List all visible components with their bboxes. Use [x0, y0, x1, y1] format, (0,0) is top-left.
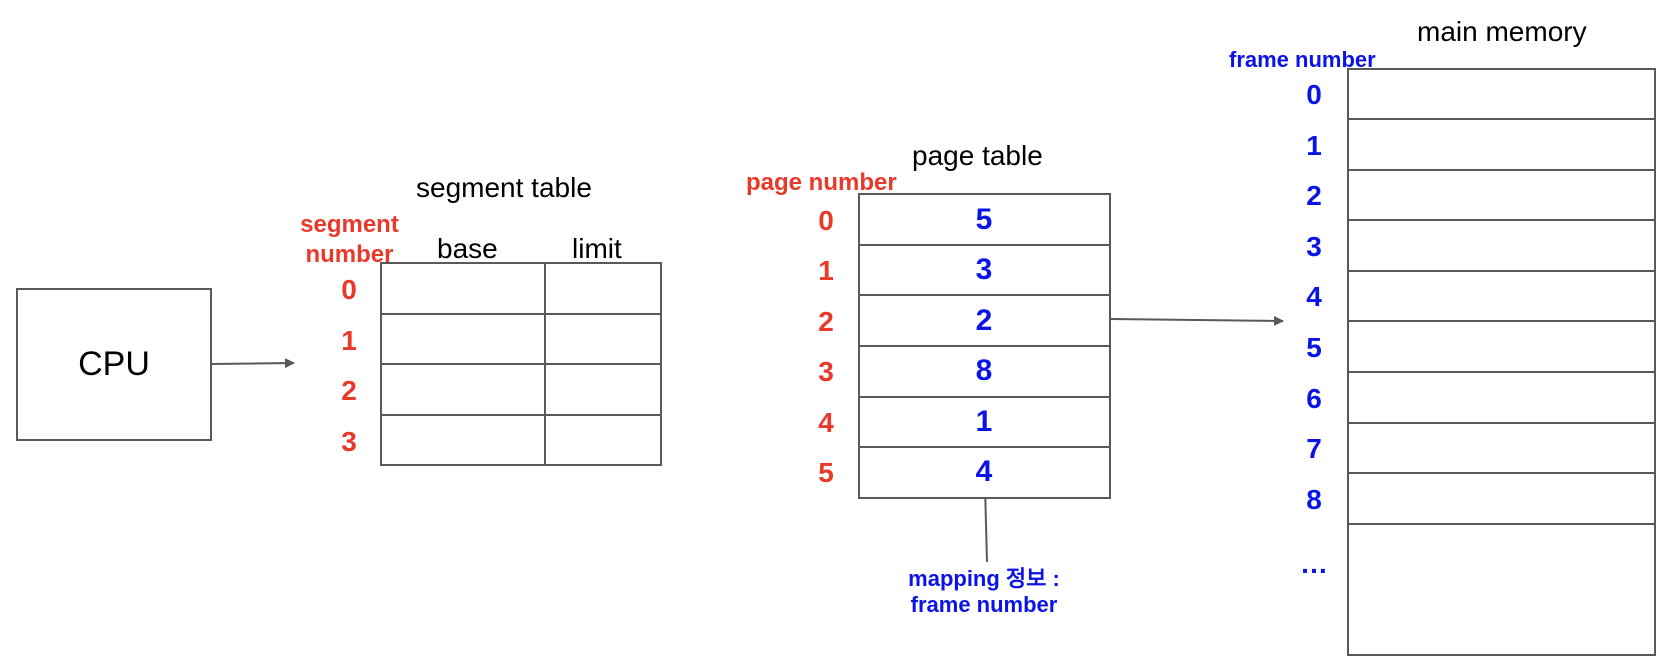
- segment-col-base: base: [437, 233, 498, 264]
- memory-frame-7: 7: [1306, 433, 1322, 464]
- memory-frame-3: 3: [1306, 231, 1322, 262]
- page-frame-4: 1: [975, 405, 993, 438]
- segment-col-limit: limit: [572, 233, 622, 264]
- segment-table: [380, 262, 662, 473]
- page-table-title: page table: [912, 140, 1043, 171]
- page-number-4: 4: [818, 407, 834, 438]
- pagetable-to-memory-arrow: [1110, 315, 1284, 326]
- page-number-0: 0: [818, 205, 834, 236]
- segment-number-3: 3: [341, 426, 357, 457]
- memory-frame-8: 8: [1306, 484, 1322, 515]
- cpu-to-segment-arrow: [211, 358, 295, 369]
- page-frame-3: 8: [975, 354, 993, 387]
- frame-number-header: frame number: [1229, 47, 1376, 72]
- memory-frame-1: 1: [1306, 130, 1322, 161]
- page-number-header: page number: [746, 169, 897, 196]
- main-memory-title: main memory: [1417, 16, 1587, 47]
- page-frame-0: 5: [975, 203, 993, 236]
- page-table: [858, 193, 1112, 504]
- memory-frame-6: 6: [1306, 383, 1322, 414]
- memory-frame-0: 0: [1306, 79, 1322, 110]
- memory-frame-5: 5: [1306, 332, 1322, 363]
- page-number-2: 2: [818, 306, 834, 337]
- page-frame-1: 3: [975, 253, 993, 286]
- segment-number-2: 2: [341, 375, 357, 406]
- segment-number-header: segment number: [292, 210, 407, 270]
- main-memory-grid: [1347, 68, 1656, 656]
- page-number-5: 5: [818, 457, 834, 488]
- memory-ellipsis: …: [1300, 548, 1328, 579]
- page-number-1: 1: [818, 255, 834, 286]
- cpu-label: CPU: [78, 345, 150, 383]
- cpu-box: CPU: [16, 288, 212, 441]
- segment-number-0: 0: [341, 274, 357, 305]
- page-number-3: 3: [818, 356, 834, 387]
- mapping-annotation-line1: mapping 정보 :: [908, 566, 1060, 591]
- mapping-annotation-line2: frame number: [910, 592, 1058, 617]
- page-frame-2: 2: [975, 304, 993, 337]
- segment-number-1: 1: [341, 325, 357, 356]
- page-frame-5: 4: [975, 455, 993, 488]
- memory-frame-2: 2: [1306, 180, 1322, 211]
- page-table-grid: [858, 193, 1111, 499]
- segment-table-grid: [380, 262, 662, 466]
- segment-table-title: segment table: [416, 172, 592, 203]
- memory-frame-4: 4: [1306, 281, 1322, 312]
- main-memory: [1347, 68, 1657, 662]
- segment-number-header-text: segment number: [300, 211, 399, 268]
